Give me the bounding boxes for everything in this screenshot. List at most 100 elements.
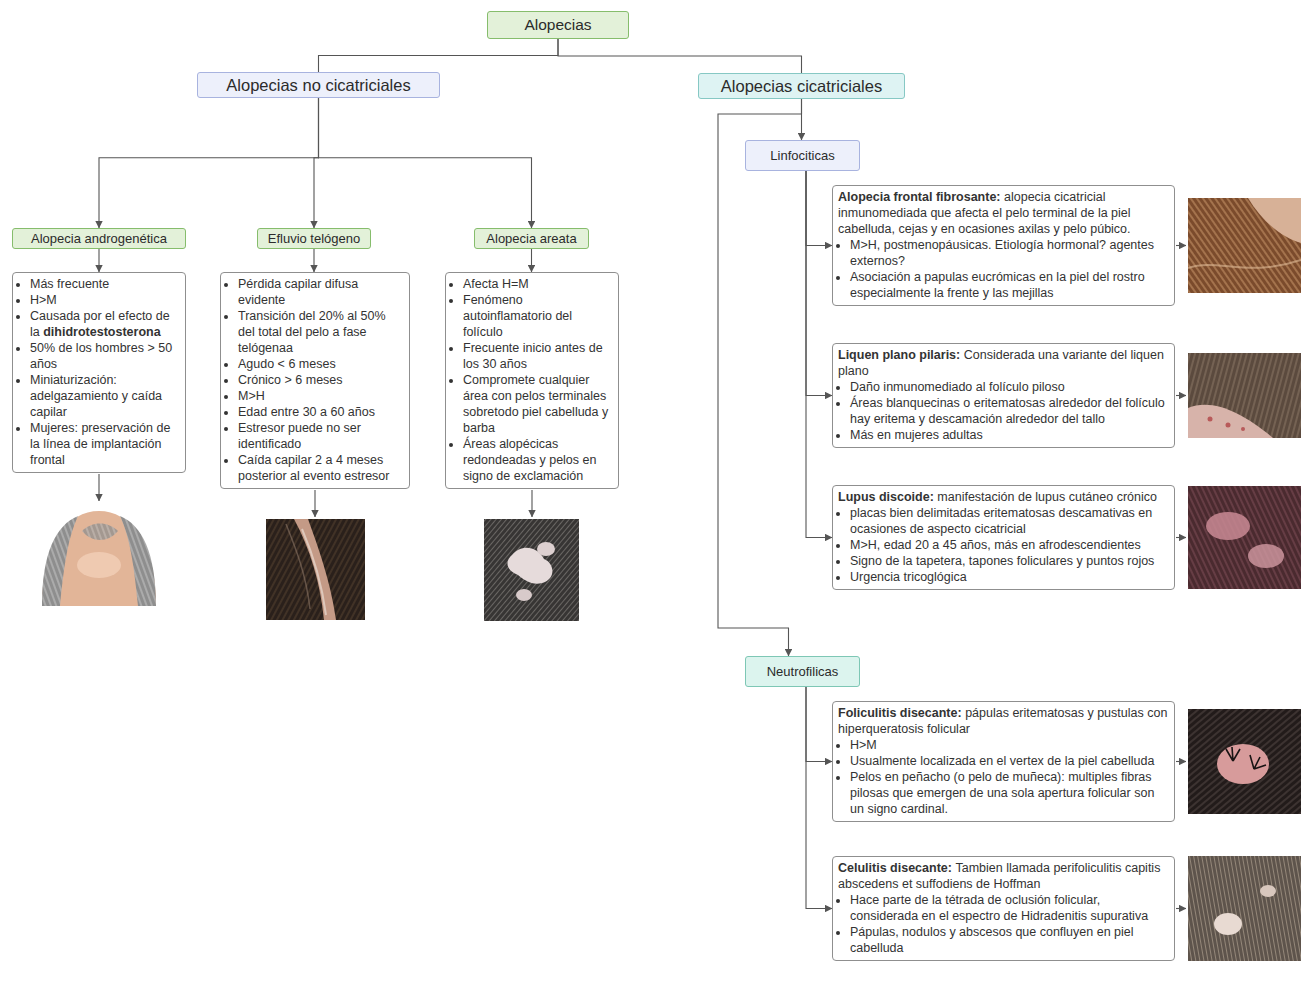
bullet-item: Frecuente inicio antes de los 30 años — [463, 340, 613, 372]
group-box: Neutrofilicas — [745, 656, 860, 687]
bullet-item: Miniaturización: adelgazamiento y caída … — [30, 372, 180, 420]
bullet-item: H>M — [30, 292, 180, 308]
connector — [319, 98, 532, 228]
leader-arrow — [531, 490, 532, 517]
heading-text: Foliculitis disecante: — [838, 706, 962, 720]
connector — [806, 171, 832, 396]
description-text: Liquen plano pilaris:Considerada una var… — [838, 347, 1169, 379]
box-label: Alopecia areata — [479, 230, 584, 247]
bullet-item: Fenómeno autoinflamatorio del folículo — [463, 292, 613, 340]
description-box: Alopecia frontal fibrosante:alopecia cic… — [832, 185, 1175, 306]
body-text: Transición del 20% al 50% del total del … — [238, 309, 386, 355]
body-text: M>H — [238, 389, 265, 403]
body-text: H>M — [850, 738, 877, 752]
body-text: Pelos en peñacho (o pelo de muñeca): mul… — [850, 770, 1154, 816]
bullet-list: Hace parte de la tétrada de oclusión fol… — [838, 892, 1169, 956]
type-box: Efluvio telógeno — [257, 228, 371, 249]
bullet-list: Daño inmunomediado al folículo pilosoÁre… — [838, 379, 1169, 443]
category-box: Alopecias no cicatriciales — [197, 72, 440, 98]
bullet-item: Causada por el efecto de ladihidrotestos… — [30, 308, 180, 340]
connector — [314, 98, 319, 228]
bullet-item: M>H, postmenopáusicas. Etiología hormona… — [850, 237, 1169, 269]
body-text: Mujeres: preservación de la línea de imp… — [30, 421, 170, 467]
leader-arrow — [1176, 761, 1186, 762]
body-text: 50% de los hombres > 50 años — [30, 341, 172, 371]
box-label: Alopecias cicatriciales — [707, 76, 896, 96]
body-text: M>H, postmenopáusicas. Etiología hormona… — [850, 238, 1154, 268]
body-text: Más frecuente — [30, 277, 109, 291]
box-label: Linfociticas — [750, 147, 855, 164]
leader-arrow — [314, 490, 315, 517]
body-text: Fenómeno autoinflamatorio del folículo — [463, 293, 572, 339]
body-text: Caída capilar 2 a 4 meses posterior al e… — [238, 453, 389, 483]
bullet-item: Crónico > 6 meses — [238, 372, 404, 388]
category-box: Alopecias cicatriciales — [698, 73, 905, 99]
body-text: Hace parte de la tétrada de oclusión fol… — [850, 893, 1148, 923]
description-text: Alopecia frontal fibrosante:alopecia cic… — [838, 189, 1169, 237]
connector — [313, 249, 314, 272]
body-text: Estresor puede no ser identificado — [238, 421, 361, 451]
description-text: Foliculitis disecante:pápulas eritematos… — [838, 705, 1169, 737]
body-text: H>M — [30, 293, 57, 307]
box-label: Efluvio telógeno — [262, 230, 366, 247]
heading-text: Lupus discoide: — [838, 490, 934, 504]
bullet-list: placas bien delimitadas eritematosas des… — [838, 505, 1169, 585]
bullet-item: Daño inmunomediado al folículo piloso — [850, 379, 1169, 395]
bullet-list: Pérdida capilar difusa evidenteTransició… — [226, 276, 404, 484]
bullet-item: 50% de los hombres > 50 años — [30, 340, 180, 372]
bullet-item: placas bien delimitadas eritematosas des… — [850, 505, 1169, 537]
description-box: Liquen plano pilaris:Considerada una var… — [832, 343, 1175, 448]
connector — [806, 687, 832, 909]
box-label: Neutrofilicas — [750, 663, 855, 680]
bullet-item: Estresor puede no ser identificado — [238, 420, 404, 452]
body-text: Usualmente localizada en el vertex de la… — [850, 754, 1154, 768]
group-box: Linfociticas — [745, 140, 860, 171]
bullet-item: Usualmente localizada en el vertex de la… — [850, 753, 1169, 769]
bullet-item: Más en mujeres adultas — [850, 427, 1169, 443]
scalp-photo — [1188, 486, 1301, 589]
bullet-item: Caída capilar 2 a 4 meses posterior al e… — [238, 452, 404, 484]
scalp-photo — [484, 519, 579, 621]
scalp-photo — [1188, 709, 1301, 814]
connector — [806, 687, 832, 762]
body-text: Áreas alopécicas redondeadas y pelos en … — [463, 437, 596, 483]
leader-arrow — [1176, 908, 1186, 909]
bullet-item: Hace parte de la tétrada de oclusión fol… — [850, 892, 1169, 924]
connector — [319, 39, 559, 72]
connector — [718, 99, 802, 656]
bullet-item: Transición del 20% al 50% del total del … — [238, 308, 404, 356]
bullet-item: Signo de la tapetera, tapones foliculare… — [850, 553, 1169, 569]
body-text: Afecta H=M — [463, 277, 529, 291]
description-box: Foliculitis disecante:pápulas eritematos… — [832, 701, 1175, 822]
box-label: Alopecias no cicatriciales — [206, 75, 431, 95]
bullet-item: Edad entre 30 a 60 años — [238, 404, 404, 420]
bullet-item: M>H, edad 20 a 45 años, más en afrodesce… — [850, 537, 1169, 553]
bullet-item: H>M — [850, 737, 1169, 753]
leader-arrow — [1176, 395, 1186, 396]
scalp-photo — [1188, 353, 1301, 438]
type-box: Alopecia androgenética — [12, 228, 186, 249]
connector — [531, 249, 532, 272]
bullet-item: Afecta H=M — [463, 276, 613, 292]
leader-arrow — [98, 474, 99, 501]
body-text: Áreas blanquecinas o eritematosas alrede… — [850, 396, 1165, 426]
bullet-item: Áreas blanquecinas o eritematosas alrede… — [850, 395, 1169, 427]
body-text: Edad entre 30 a 60 años — [238, 405, 375, 419]
scalp-photo — [38, 503, 160, 606]
body-text: Pérdida capilar difusa evidente — [238, 277, 358, 307]
connector — [99, 98, 319, 228]
heading-text: Celulitis disecante: — [838, 861, 952, 875]
heading-text: dihidrotestosterona — [43, 325, 160, 339]
box-label: Alopecias — [494, 15, 622, 35]
body-text: Compromete cualquier área con pelos term… — [463, 373, 608, 435]
description-text: Celulitis disecante:Tambien llamada peri… — [838, 860, 1169, 892]
description-box: Lupus discoide:manifestación de lupus cu… — [832, 485, 1175, 590]
box-label: Alopecia androgenética — [17, 230, 181, 247]
connector — [558, 39, 802, 73]
bullet-list: Más frecuenteH>MCausada por el efecto de… — [18, 276, 180, 468]
body-text: Miniaturización: adelgazamiento y caída … — [30, 373, 162, 419]
description-text: Lupus discoide:manifestación de lupus cu… — [838, 489, 1169, 505]
bullet-item: Urgencia tricoglógica — [850, 569, 1169, 585]
bullet-list: Afecta H=M Fenómeno autoinflamatorio del … — [451, 276, 613, 484]
